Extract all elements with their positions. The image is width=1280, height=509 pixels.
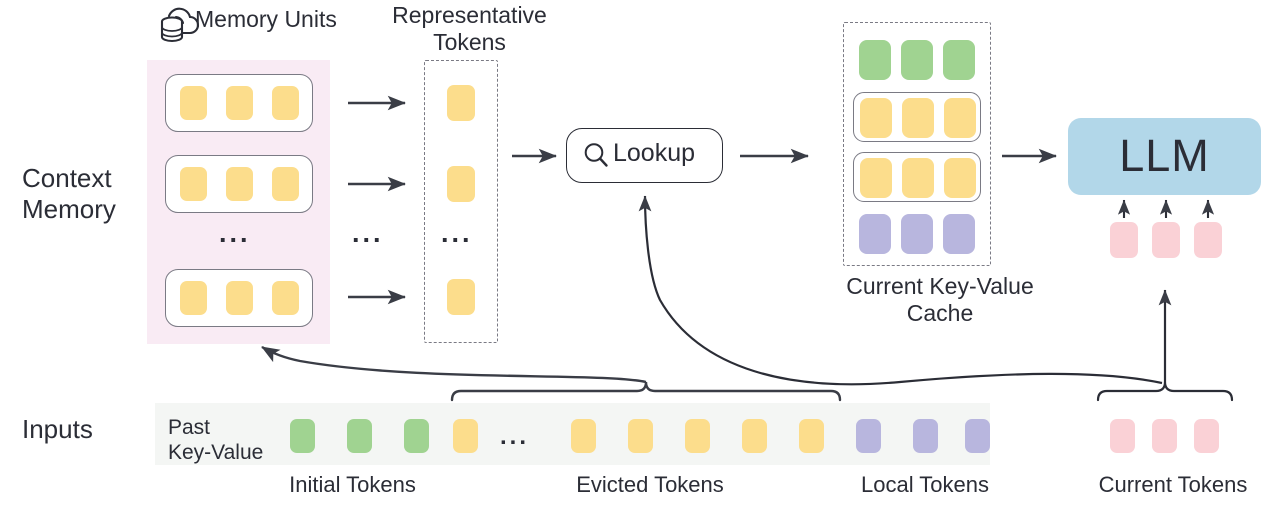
heading-representative-tokens: Representative Tokens bbox=[392, 2, 547, 56]
llm-label: LLM bbox=[1119, 130, 1210, 181]
past-key-value-label: Past Key-Value bbox=[168, 416, 264, 465]
caption-current-kv-cache: Current Key-Value Cache bbox=[846, 273, 1034, 327]
memory-token bbox=[180, 86, 207, 120]
kv-cache-row bbox=[857, 214, 977, 254]
memory-unit bbox=[165, 269, 313, 327]
kv-cache-row bbox=[853, 152, 981, 202]
memory-unit bbox=[165, 155, 313, 213]
llm-input-token bbox=[1110, 222, 1138, 258]
kv-token bbox=[944, 98, 976, 138]
input-token-evicted bbox=[571, 419, 596, 453]
memory-token bbox=[272, 281, 299, 315]
lookup-box[interactable] bbox=[566, 128, 723, 183]
memory-token bbox=[226, 86, 253, 120]
input-token-local bbox=[856, 419, 881, 453]
llm-box bbox=[1068, 118, 1261, 195]
caption-evicted-tokens: Evicted Tokens bbox=[576, 472, 724, 497]
kv-token bbox=[902, 98, 934, 138]
input-token-local bbox=[913, 419, 938, 453]
caption-initial-tokens: Initial Tokens bbox=[289, 472, 416, 497]
brace-current-tokens bbox=[1096, 381, 1234, 402]
representative-token bbox=[447, 166, 475, 202]
caption-current-tokens: Current Tokens bbox=[1098, 472, 1248, 497]
kv-token bbox=[943, 214, 975, 254]
kv-cache-row bbox=[857, 40, 977, 80]
memory-token bbox=[272, 86, 299, 120]
input-token-initial bbox=[347, 419, 372, 453]
input-token-initial bbox=[290, 419, 315, 453]
kv-token bbox=[860, 158, 892, 198]
representative-token bbox=[447, 85, 475, 121]
input-token-current bbox=[1110, 419, 1135, 453]
representative-token bbox=[447, 279, 475, 315]
kv-token bbox=[860, 98, 892, 138]
memory-units-ellipsis: ... bbox=[219, 218, 251, 248]
cloud-database-icon bbox=[156, 4, 202, 46]
memory-token bbox=[180, 281, 207, 315]
caption-local-tokens: Local Tokens bbox=[860, 472, 989, 497]
arrows-ellipsis: ... bbox=[352, 218, 384, 248]
kv-cache-row bbox=[853, 92, 981, 142]
kv-token bbox=[901, 40, 933, 80]
input-token-evicted bbox=[453, 419, 478, 453]
input-token-local bbox=[965, 419, 990, 453]
input-token-current bbox=[1152, 419, 1177, 453]
input-token-initial bbox=[404, 419, 429, 453]
kv-token bbox=[944, 158, 976, 198]
kv-token bbox=[859, 40, 891, 80]
arrow-evicted-to-memory bbox=[261, 345, 647, 384]
memory-token bbox=[272, 167, 299, 201]
representative-tokens-box bbox=[424, 60, 498, 343]
input-token-evicted bbox=[742, 419, 767, 453]
kv-token bbox=[901, 214, 933, 254]
search-icon bbox=[582, 141, 610, 169]
llm-input-token bbox=[1152, 222, 1180, 258]
row-label-inputs: Inputs bbox=[22, 414, 93, 444]
input-token-evicted bbox=[628, 419, 653, 453]
kv-token bbox=[902, 158, 934, 198]
memory-token bbox=[180, 167, 207, 201]
memory-token bbox=[226, 167, 253, 201]
input-token-evicted bbox=[685, 419, 710, 453]
memory-unit bbox=[165, 74, 313, 132]
kv-token bbox=[859, 214, 891, 254]
input-tokens-ellipsis: ... bbox=[500, 423, 530, 450]
lookup-label: Lookup bbox=[613, 139, 696, 167]
representative-tokens-ellipsis: ... bbox=[441, 218, 473, 248]
input-token-current bbox=[1194, 419, 1219, 453]
row-label-context-memory: Context Memory bbox=[22, 163, 116, 224]
llm-input-token bbox=[1194, 222, 1222, 258]
input-token-evicted bbox=[799, 419, 824, 453]
kv-token bbox=[943, 40, 975, 80]
memory-token bbox=[226, 281, 253, 315]
heading-memory-units: Memory Units bbox=[195, 6, 337, 32]
brace-evicted-tokens bbox=[450, 381, 842, 402]
